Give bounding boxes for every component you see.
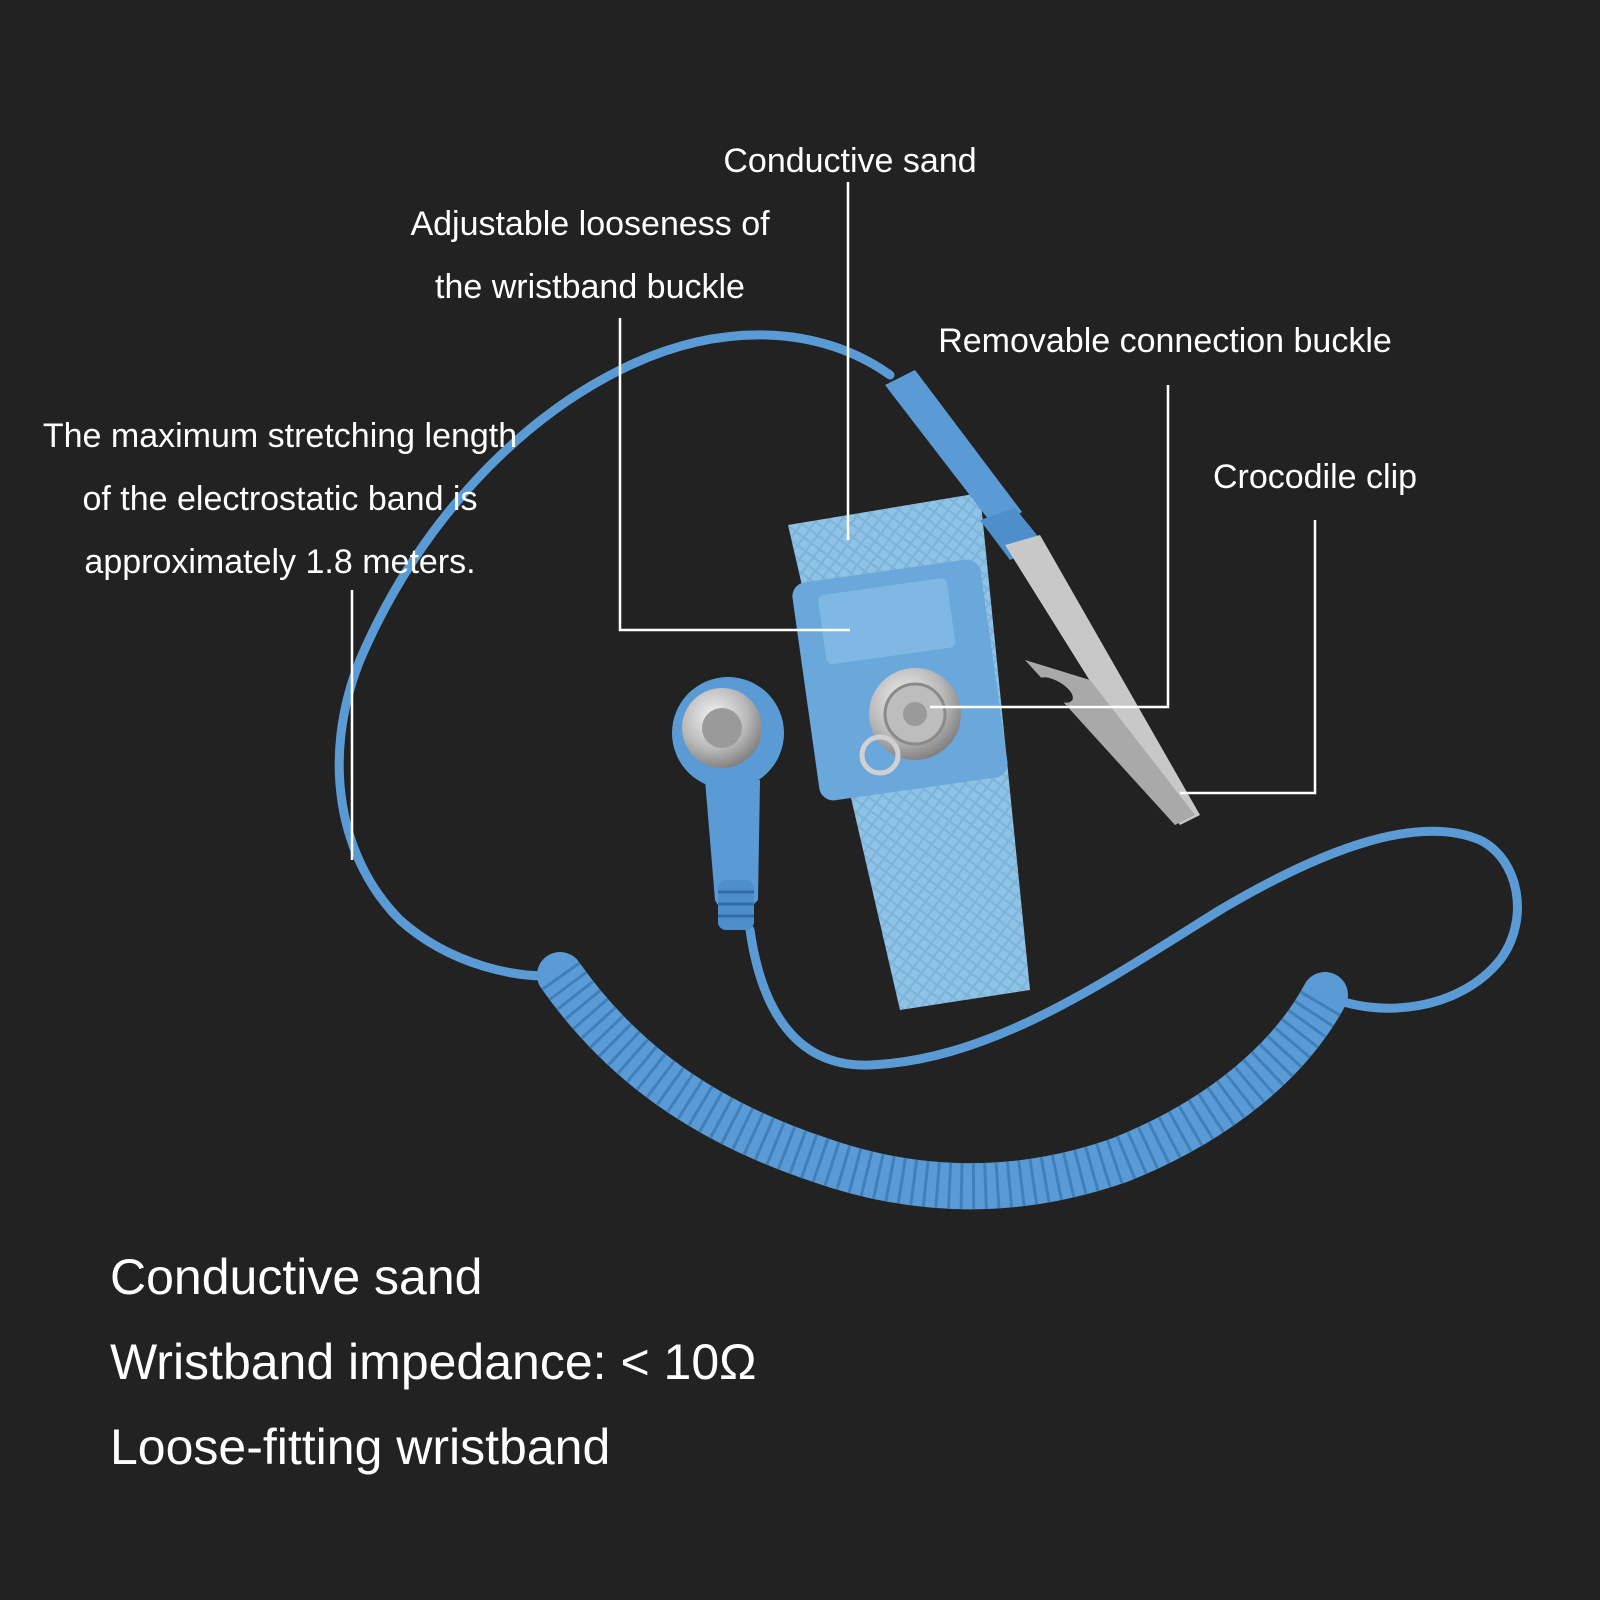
leader-adjustable-looseness	[618, 318, 850, 632]
coiled-cord-ridges	[541, 961, 1346, 1210]
spec-loose-fitting: Loose-fitting wristband	[110, 1419, 611, 1475]
callout-conductive-sand: Conductive sand	[700, 130, 1000, 193]
leader-lines	[350, 182, 1317, 860]
cord-left	[334, 330, 895, 981]
callout-crocodile-clip-text: Crocodile clip	[1212, 458, 1418, 496]
spec-conductive-sand: Conductive sand	[110, 1249, 483, 1305]
crocodile-clip	[885, 370, 1200, 825]
wristband	[788, 493, 1030, 1010]
callout-adjustable-looseness-line-2: the wristband buckle	[435, 268, 745, 306]
callout-removable-buckle: Removable connection buckle	[910, 310, 1420, 373]
callout-stretch-length-line-1: The maximum stretching length	[42, 417, 518, 455]
callout-adjustable-looseness: Adjustable looseness of the wristband bu…	[380, 193, 800, 319]
cord-right	[745, 826, 1522, 1070]
callout-crocodile-clip: Crocodile clip	[1180, 446, 1450, 509]
callout-adjustable-looseness-line-1: Adjustable looseness of	[410, 205, 770, 243]
snap-connector	[672, 677, 784, 930]
callout-stretch-length: The maximum stretching length of the ele…	[10, 405, 550, 594]
callout-conductive-sand-text: Conductive sand	[723, 142, 977, 180]
callout-stretch-length-line-3: approximately 1.8 meters.	[84, 543, 476, 581]
callout-removable-buckle-text: Removable connection buckle	[938, 322, 1392, 360]
spec-wristband-impedance: Wristband impedance: < 10Ω	[110, 1334, 757, 1390]
leader-crocodile-clip	[1180, 520, 1317, 795]
callout-stretch-length-line-2: of the electrostatic band is	[82, 480, 478, 518]
leader-removable-buckle	[930, 385, 1170, 709]
